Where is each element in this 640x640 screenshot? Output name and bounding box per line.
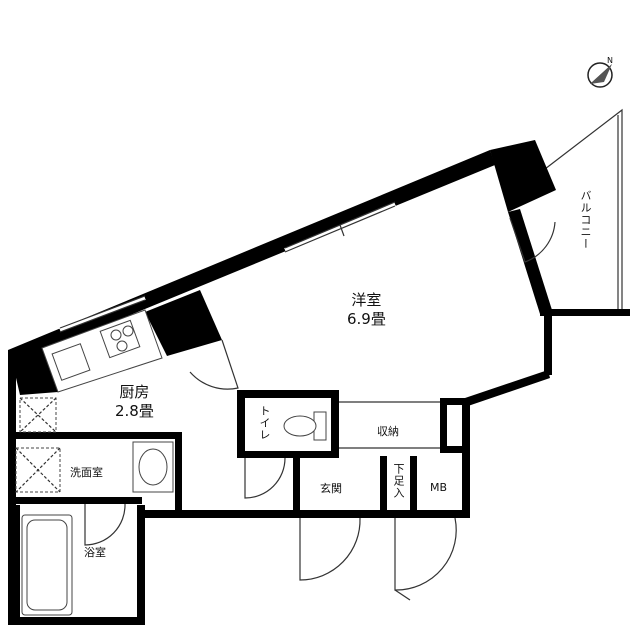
washbasin bbox=[132, 441, 174, 493]
bathroom-label: 浴室 bbox=[84, 546, 106, 559]
shoe-box-label: 下足入 bbox=[392, 463, 405, 499]
kitchen-size: 2.8畳 bbox=[115, 402, 154, 420]
washroom-label: 洗面室 bbox=[70, 466, 103, 479]
internal-walls bbox=[12, 390, 465, 620]
toilet-fixture bbox=[283, 411, 327, 441]
toilet-label: トイレ bbox=[258, 405, 271, 441]
doors bbox=[84, 217, 556, 601]
entrance-label: 玄関 bbox=[320, 482, 342, 495]
outer-walls bbox=[8, 140, 630, 625]
bathtub bbox=[21, 514, 73, 616]
window bbox=[284, 201, 396, 253]
mb-label: MB bbox=[430, 481, 448, 494]
compass-north-label: N bbox=[607, 56, 613, 65]
kitchen-counter bbox=[41, 309, 163, 393]
balcony-label: バルコニー bbox=[579, 190, 592, 250]
kitchen-label: 厨房 2.8畳 bbox=[115, 383, 154, 421]
kitchen-name: 厨房 bbox=[119, 383, 150, 401]
kitchen-window bbox=[59, 295, 146, 333]
storage-label: 収納 bbox=[377, 425, 399, 438]
western-room-size: 6.9畳 bbox=[347, 310, 386, 328]
compass-icon bbox=[587, 62, 613, 88]
appliance-spaces bbox=[15, 397, 61, 493]
western-room-label: 洋室 6.9畳 bbox=[347, 291, 386, 329]
western-room-name: 洋室 bbox=[351, 291, 382, 309]
